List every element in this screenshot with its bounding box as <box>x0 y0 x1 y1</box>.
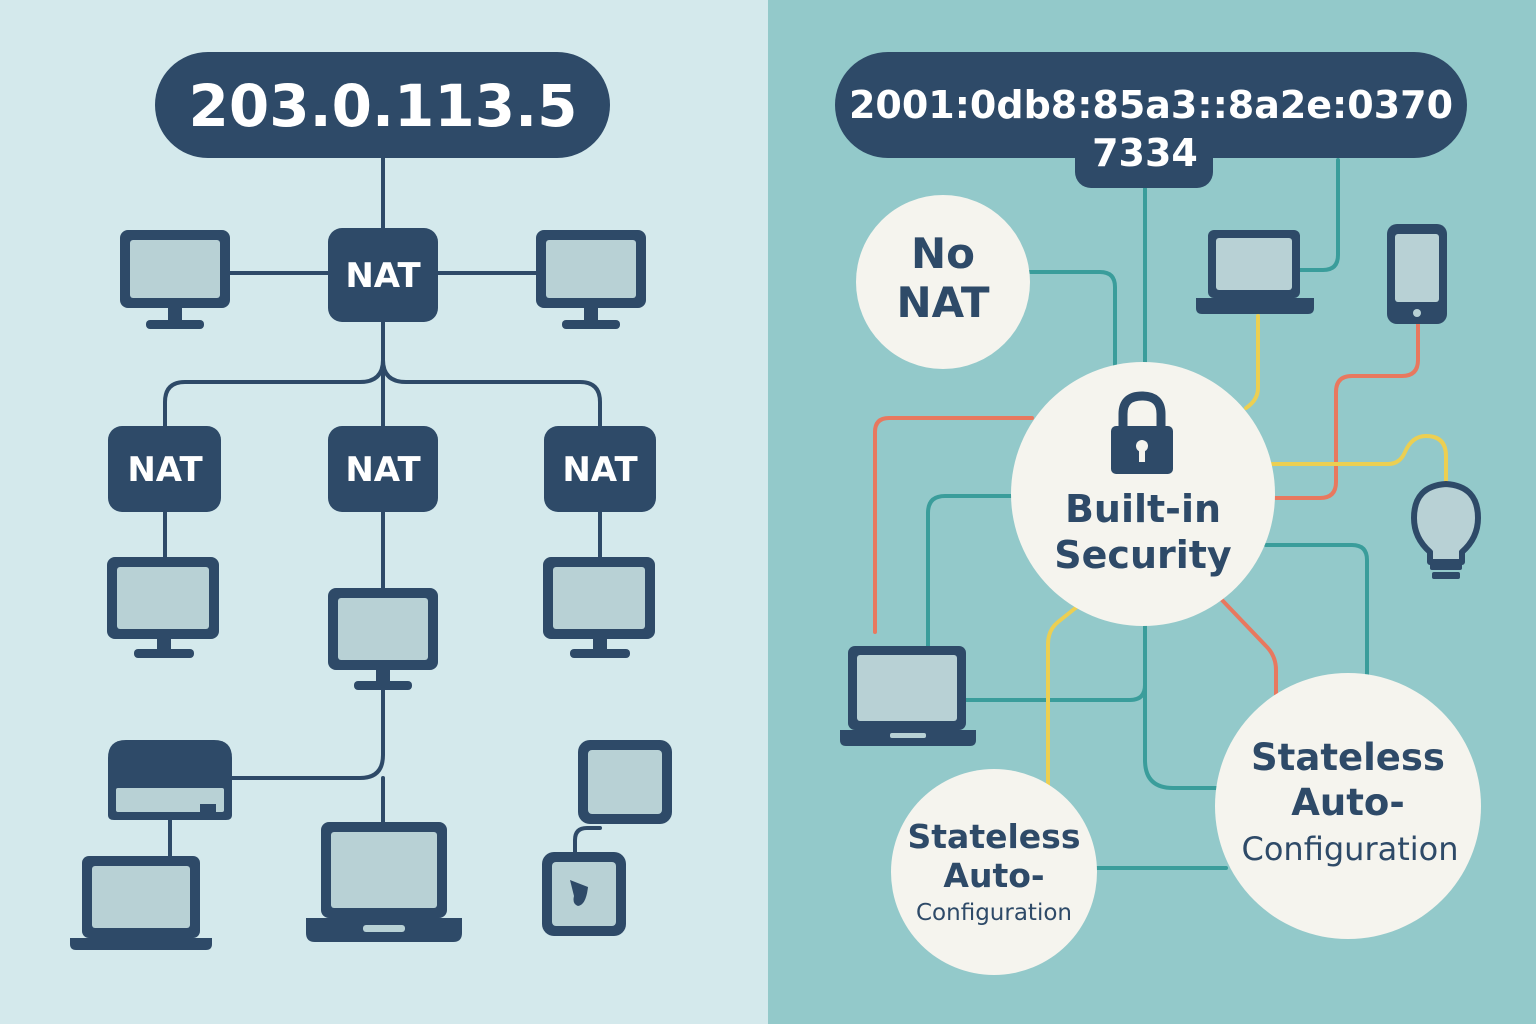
ipv6-connectors <box>873 158 1448 870</box>
router-icon <box>108 740 232 820</box>
slaac-large-line3: Configuration <box>1241 830 1458 868</box>
slaac-bubble-large: Stateless Auto- Configuration <box>1215 673 1481 939</box>
nat-label-left: NAT <box>127 450 203 490</box>
nat-label-right: NAT <box>562 450 638 490</box>
slaac-small-line2: Auto- <box>943 856 1044 895</box>
nat-box-top: NAT <box>328 228 438 322</box>
slaac-large-line1: Stateless <box>1251 736 1445 779</box>
laptop-icon <box>1196 230 1314 314</box>
ipv6-address-line2: 7334 <box>1092 131 1198 175</box>
ipv4-address-pill: 203.0.113.5 <box>155 52 610 158</box>
no-nat-bubble: No NAT <box>856 195 1030 369</box>
laptop-icon <box>70 856 212 950</box>
security-line1: Built-in <box>1065 487 1221 531</box>
nat-box-middle: NAT <box>328 426 438 512</box>
nat-box-right: NAT <box>544 426 656 512</box>
ipv4-connectors <box>163 148 602 860</box>
nat-label-middle: NAT <box>345 450 421 490</box>
slaac-large-line2: Auto- <box>1291 781 1404 824</box>
monitor-icon <box>107 557 219 658</box>
slaac-small-line1: Stateless <box>908 817 1081 856</box>
no-nat-line2: NAT <box>896 278 989 327</box>
ipv4-address: 203.0.113.5 <box>189 72 578 140</box>
smart-plug-icon <box>542 852 626 936</box>
laptop-icon <box>840 646 976 746</box>
monitor-icon <box>120 230 230 329</box>
nat-box-left: NAT <box>108 426 221 512</box>
lightbulb-icon <box>1411 481 1481 579</box>
smartphone-icon <box>1387 224 1447 324</box>
nat-label-top: NAT <box>345 256 421 296</box>
laptop-icon <box>306 822 462 942</box>
security-line2: Security <box>1054 533 1232 577</box>
built-in-security-bubble: Built-in Security <box>1011 362 1275 626</box>
monitor-icon <box>536 230 646 329</box>
no-nat-line1: No <box>911 229 975 278</box>
monitor-icon <box>543 557 655 658</box>
monitor-icon <box>328 588 438 690</box>
lock-icon <box>1111 391 1173 474</box>
tablet-icon <box>578 740 672 824</box>
slaac-small-line3: Configuration <box>916 900 1072 926</box>
ipv6-address-line1: 2001:0db8:85a3::8a2e:0370 <box>849 83 1453 127</box>
slaac-bubble-small: Stateless Auto- Configuration <box>891 769 1097 975</box>
ipv6-address-pill: 2001:0db8:85a3::8a2e:0370 7334 <box>835 52 1467 188</box>
